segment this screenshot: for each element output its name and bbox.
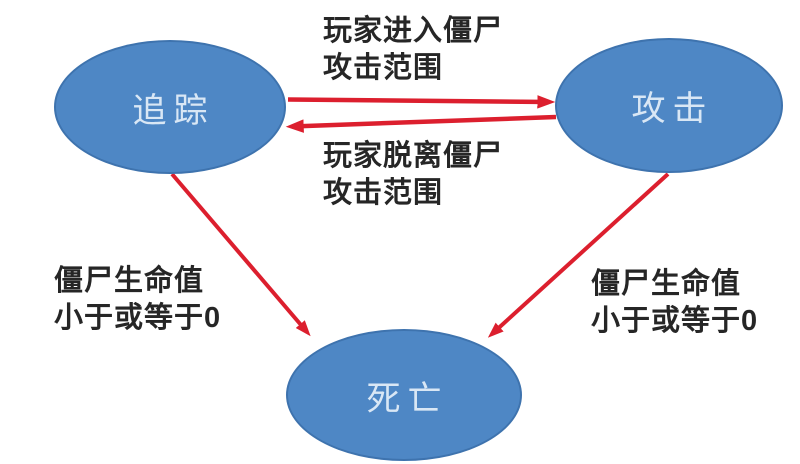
node-death: 死亡 xyxy=(286,329,522,461)
node-death-label: 死亡 xyxy=(366,379,449,418)
node-chase: 追踪 xyxy=(54,40,286,174)
edge-chase-to-attack-arrow xyxy=(287,95,556,109)
edge-label-player-leaves-attack-range: 玩家脱离僵尸 攻击范围 xyxy=(323,140,504,209)
node-attack-label: 攻击 xyxy=(631,90,714,128)
node-attack: 攻击 xyxy=(555,38,783,173)
edge-attack-to-chase-arrow xyxy=(285,114,557,133)
edge-attack-to-death-arrow xyxy=(487,172,670,338)
edge-chase-to-death-arrow xyxy=(170,172,311,337)
edge-label-zombie-hp-zero-left: 僵尸生命值 小于或等于0 xyxy=(54,265,222,334)
edge-label-zombie-hp-zero-right: 僵尸生命值 小于或等于0 xyxy=(591,268,759,337)
node-chase-label: 追踪 xyxy=(132,91,215,130)
edge-label-player-enters-attack-range: 玩家进入僵尸 攻击范围 xyxy=(323,15,504,84)
